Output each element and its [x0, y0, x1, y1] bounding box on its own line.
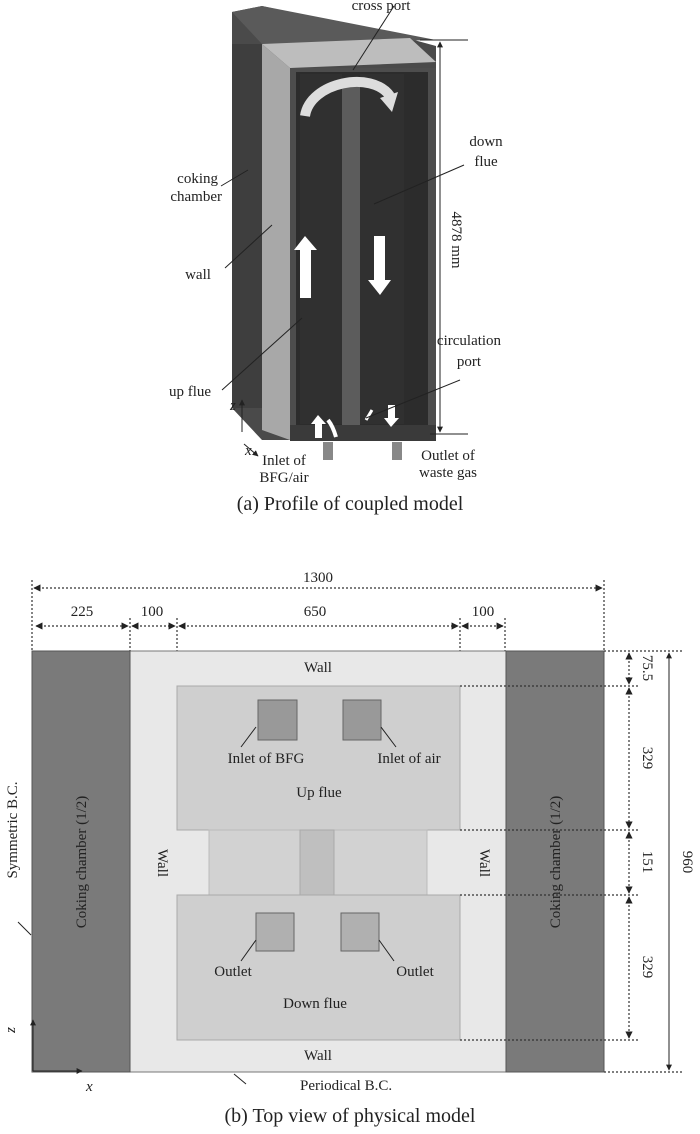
circulation-leader	[365, 379, 461, 419]
up-arrow-icon	[294, 236, 317, 298]
dim-total-height: 960	[679, 851, 695, 874]
inlet-pipe	[323, 442, 333, 460]
periodical-bc-label: Periodical B.C.	[300, 1078, 392, 1094]
wall-left-label: Wall	[154, 849, 170, 877]
up-flue-label: up flue	[169, 384, 211, 400]
x-axis-arrow	[243, 443, 259, 457]
outlet-port-left	[255, 912, 295, 952]
z-axis-label: z	[229, 398, 236, 414]
outlet-right-label: Outlet	[396, 964, 434, 980]
dim-wall-left-width: 100	[141, 604, 164, 620]
coking-chamber-right	[505, 650, 605, 1073]
dim-down-flue-height: 329	[639, 956, 655, 979]
coking-chamber-label-2: chamber	[170, 189, 222, 205]
inlet-air-port	[342, 699, 382, 741]
coking-chamber-label-1: coking	[177, 171, 218, 187]
x-axis-label: x	[244, 443, 252, 459]
outlet-pipe	[392, 442, 402, 460]
inlet-label-2: BFG/air	[259, 470, 308, 486]
inlet-bfg-label: Inlet of BFG	[228, 751, 305, 767]
wall-label: wall	[185, 267, 211, 283]
coking-leader	[220, 169, 249, 187]
dim-up-flue-height: 329	[639, 747, 655, 770]
down-flue-label-2: flue	[474, 154, 498, 170]
wall-leader	[224, 224, 273, 269]
inlet-bfg-port	[257, 699, 298, 741]
z-axis-label: z	[3, 1027, 19, 1034]
down-arrow-icon	[368, 236, 391, 295]
wall-top-face	[262, 38, 436, 68]
caption-a: (a) Profile of coupled model	[237, 493, 464, 515]
down-flue-leader	[373, 164, 465, 205]
partition	[299, 829, 335, 896]
symmetric-bc-label: Symmetric B.C.	[5, 781, 21, 878]
cross-port-label: cross port	[352, 0, 412, 14]
down-flue-label-1: down	[469, 134, 503, 150]
coking-right-label: Coking chamber (1/2)	[548, 796, 564, 928]
x-axis-label: x	[85, 1079, 93, 1095]
outlet-port-right	[340, 912, 380, 952]
up-flue	[176, 685, 461, 831]
height-label: 4878 mm	[448, 211, 464, 268]
circulation-port-label-2: port	[457, 354, 482, 370]
dim-wall-right-width: 100	[472, 604, 495, 620]
panel-a-3d-model: 4878 mm cross port coking chamber down f…	[169, 0, 503, 515]
partition	[342, 80, 360, 430]
dim-wall-top-height: 75.5	[639, 655, 655, 681]
coking-left-label: Coking chamber (1/2)	[74, 796, 90, 928]
down-flue	[176, 894, 461, 1041]
dim-flue-width: 650	[304, 604, 327, 620]
panel-b-top-view: 1300 225 100 650 100 Wall Wall Wall Wall…	[3, 570, 695, 1127]
dim-total-width: 1300	[303, 570, 333, 586]
circulation-port-label-1: circulation	[437, 333, 502, 349]
inlet-label-1: Inlet of	[262, 453, 306, 469]
down-flue-label: Down flue	[283, 996, 347, 1012]
outlet-label-1: Outlet of	[421, 448, 475, 464]
up-flue-label: Up flue	[296, 785, 342, 801]
wall-strip	[262, 44, 290, 440]
wall-bottom-label: Wall	[304, 1048, 332, 1064]
wall-top-label: Wall	[304, 660, 332, 676]
up-flue-leader	[221, 317, 303, 391]
dim-middle-height: 151	[639, 851, 655, 874]
inlet-arrows-icon	[311, 415, 338, 438]
dim-coking-width: 225	[71, 604, 94, 620]
cross-flow-arrow	[300, 77, 395, 118]
cross-port-leader	[352, 5, 395, 71]
inlet-air-label: Inlet of air	[377, 751, 440, 767]
wall-right-label: Wall	[476, 849, 492, 877]
coking-chamber-left	[31, 650, 131, 1073]
circulation-arrow-icon	[364, 405, 399, 427]
outlet-left-label: Outlet	[214, 964, 252, 980]
caption-b: (b) Top view of physical model	[225, 1105, 476, 1127]
outlet-label-2: waste gas	[419, 465, 477, 481]
